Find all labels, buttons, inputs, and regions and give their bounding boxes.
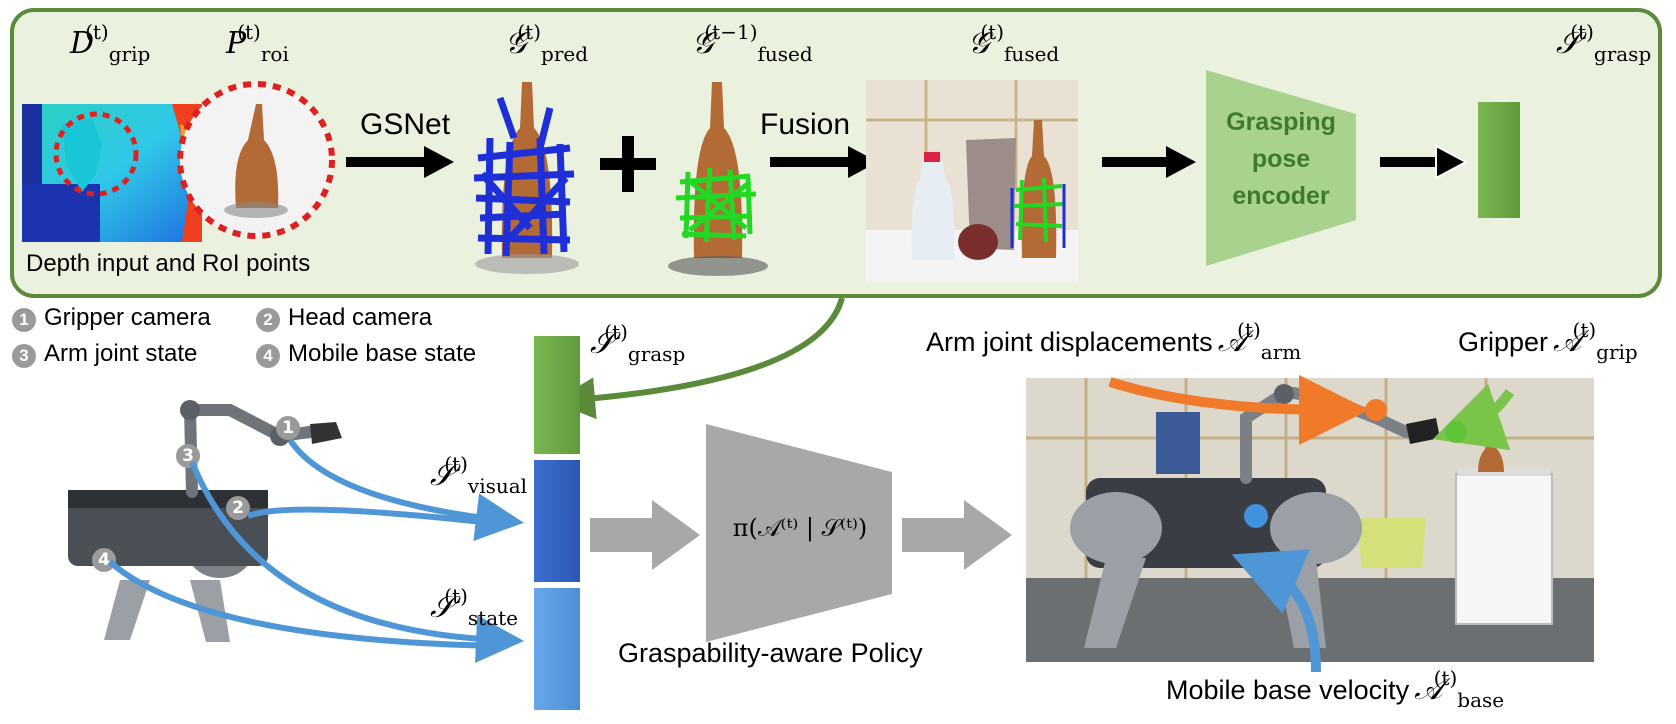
policy-formula: π(𝒜⁽ᵗ⁾ | 𝒮⁽ᵗ⁾): [732, 514, 868, 542]
policy-network: [706, 424, 892, 642]
grasp-feature-bar: [534, 336, 580, 454]
policy-input-arrow: [590, 500, 700, 570]
base-action-label: Mobile base velocity 𝒜(t)base: [1166, 666, 1505, 712]
g-pred-symbol: 𝒢(t)pred: [505, 20, 589, 66]
plus-icon: [600, 136, 656, 192]
gsnet-label: GSNet: [360, 108, 451, 141]
visual-feature-bar: [534, 460, 580, 582]
arm-action-label: Arm joint displacements 𝒜(t)arm: [926, 318, 1302, 364]
depth-image: [22, 104, 202, 242]
policy-output-arrow: [902, 500, 1012, 570]
s-state-symbol: 𝒮(t)state: [430, 584, 518, 630]
predicted-grasps-image: [473, 82, 579, 274]
fused-previous-grasps-image: [668, 82, 768, 276]
fusion-label: Fusion: [760, 108, 851, 141]
grasping-pose-encoder: [1206, 70, 1356, 266]
g-fused-prev-symbol: 𝒢(t−1)fused: [692, 20, 813, 66]
fusion-arrow: [770, 146, 878, 178]
encoder-output-arrow: [1380, 144, 1469, 180]
s-grasp-symbol-top: 𝒮(t)grasp: [1556, 20, 1652, 66]
s-visual-symbol: 𝒮(t)visual: [430, 452, 528, 498]
state-feature-bar: [534, 588, 580, 710]
depth-caption: Depth input and RoI points: [26, 250, 311, 277]
robot-marker-1: 1: [276, 416, 308, 440]
robot-marker-2: 2: [226, 496, 258, 520]
g-fused-symbol: 𝒢(t)fused: [968, 20, 1060, 66]
grasp-feature-bar-top: [1478, 102, 1520, 218]
robot-marker-4: 4: [92, 548, 124, 572]
gripper-action-label: Gripper 𝒜(t)grip: [1458, 318, 1638, 364]
gsnet-arrow: [346, 146, 454, 178]
policy-caption: Graspability-aware Policy: [618, 638, 923, 668]
robot-marker-3: 3: [176, 444, 208, 468]
encoder-input-arrow: [1102, 146, 1196, 178]
fused-scene-image: [866, 80, 1078, 282]
roi-points: [177, 81, 335, 239]
s-grasp-symbol: 𝒮(t)grasp: [590, 320, 686, 366]
encoder-label: Grasping pose encoder: [1226, 108, 1336, 210]
p-roi-symbol: P(t)roi: [226, 20, 289, 66]
d-grip-symbol: D(t)grip: [70, 20, 151, 66]
